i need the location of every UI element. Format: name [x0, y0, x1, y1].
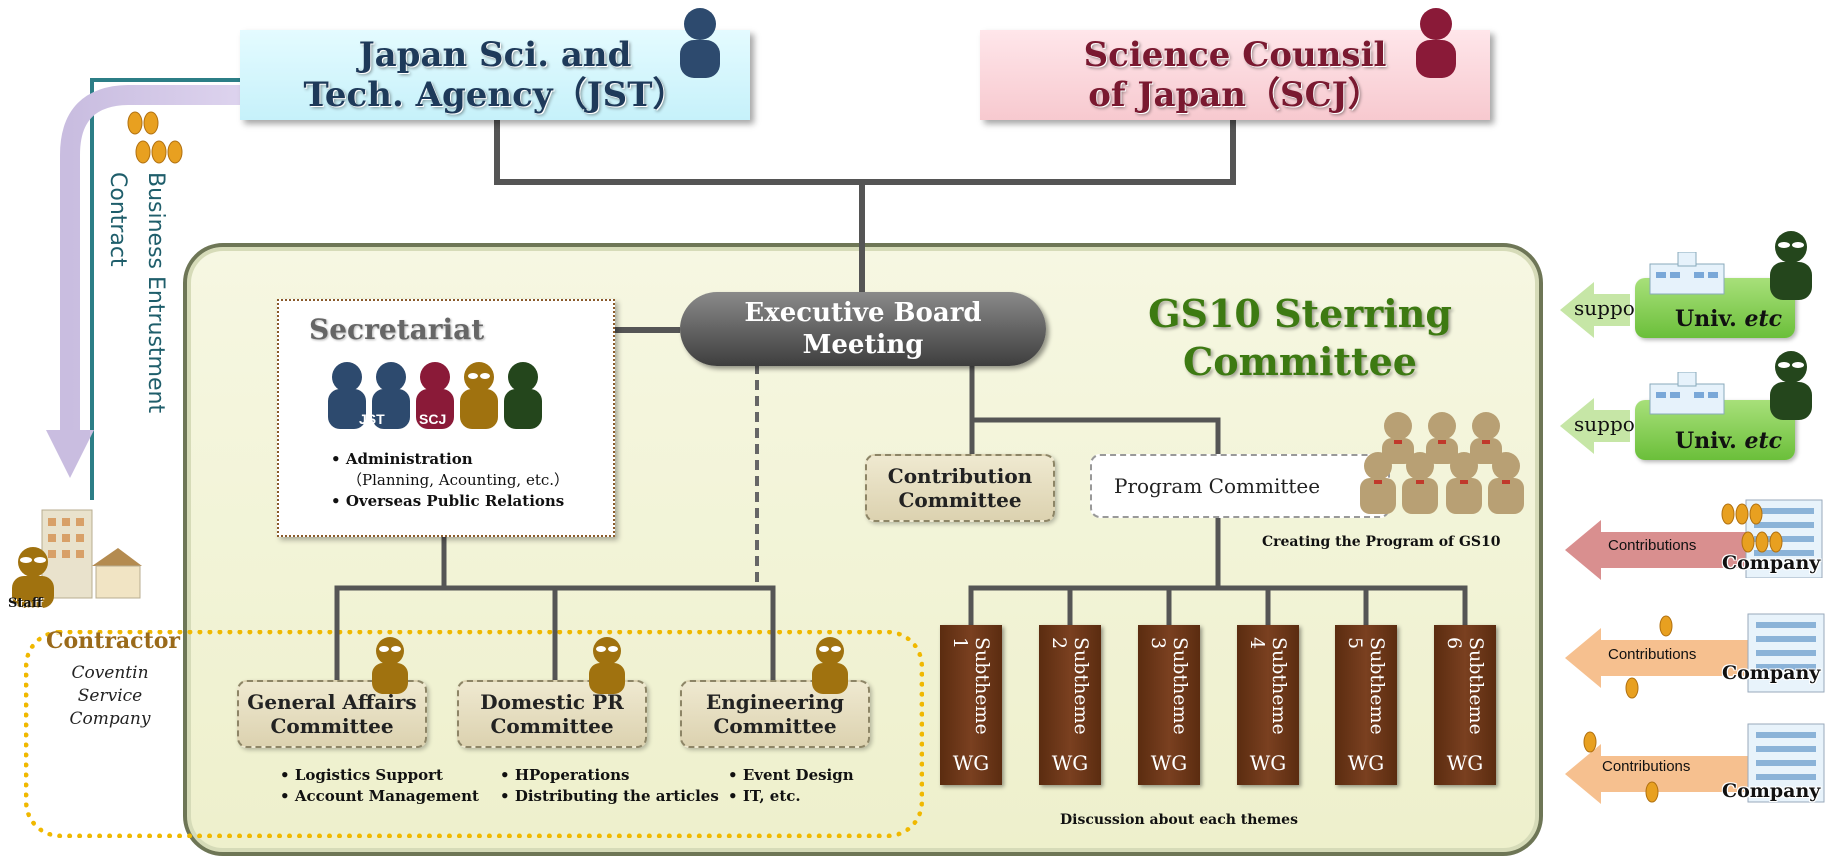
secretariat-box: Secretariat JST SCJ • Administration （Pl…: [277, 299, 615, 537]
wg-label: WG: [1347, 751, 1385, 775]
contribution-arrow-icon: [1565, 744, 1777, 804]
scj-box: Science Counsil of Japan（SCJ）: [980, 30, 1490, 120]
company-label: Company: [1722, 780, 1821, 802]
company-building-icon: [1583, 723, 1825, 803]
jst-person-icon: [680, 8, 720, 78]
wg-caption: Discussion about each themes: [1060, 812, 1298, 828]
wg-subtheme-5: Subtheme 5 WG: [1335, 625, 1397, 785]
wg-label: WG: [952, 751, 990, 775]
secretariat-scj-label: SCJ: [419, 411, 447, 427]
staff-person-icon: [589, 637, 625, 694]
staff-person-icon: [372, 637, 408, 694]
wg-subtheme-label: Subtheme 4: [1246, 637, 1290, 735]
contribution-arrow-icon: [1565, 628, 1777, 688]
wg-subtheme-3: Subtheme 3 WG: [1138, 625, 1200, 785]
company-building-icon: [1625, 613, 1825, 699]
general-affairs-duties: • Logistics Support • Account Management: [280, 766, 479, 805]
contractor-company: Coventin Service Company: [69, 663, 151, 729]
duty-account: Account Management: [294, 787, 479, 805]
secretariat-members-icon: [328, 362, 542, 429]
engineering-label: Engineering Committee: [705, 690, 845, 738]
duty-articles: Distributing the articles: [514, 787, 719, 805]
wg-label: WG: [1051, 751, 1089, 775]
scj-person-icon: [1416, 8, 1456, 78]
univ-person-icon: [1770, 231, 1812, 300]
wg-subtheme-label: Subtheme 3: [1147, 637, 1191, 735]
contractor-staff-icon: [12, 547, 54, 608]
contract-arrowhead: [46, 430, 94, 478]
coins-icon: [127, 111, 183, 164]
univ-person-icon: [1770, 351, 1812, 420]
staff-person-icon: [812, 637, 848, 694]
univ-building-icon: [1649, 372, 1725, 415]
wg-subtheme-label: Subtheme 5: [1344, 637, 1388, 735]
wg-label: WG: [1249, 751, 1287, 775]
contract-arrow: [60, 85, 240, 430]
wg-subtheme-4: Subtheme 4 WG: [1237, 625, 1299, 785]
steering-title: GS10 Sterring Committee: [1148, 291, 1452, 384]
secretariat-title: Secretariat: [309, 313, 485, 346]
wg-subtheme-1: Subtheme 1 WG: [940, 625, 1002, 785]
secretariat-jst-label: JST: [359, 411, 385, 427]
contract-line: [90, 78, 240, 500]
scj-label: Science Counsil of Japan（SCJ）: [1083, 35, 1387, 115]
program-caption: Creating the Program of GS10: [1262, 534, 1501, 550]
company-label: Company: [1722, 662, 1821, 684]
univ-building-icon: [1649, 252, 1725, 295]
univ-label: Univ. etc: [1675, 428, 1783, 454]
jst-box: Japan Sci. and Tech. Agency（JST）: [240, 30, 750, 120]
program-members-icon: [1360, 412, 1524, 514]
executive-board-label: Executive Board Meeting: [744, 298, 982, 360]
domestic-pr-duties: • HPoperations • Distributing the articl…: [500, 766, 719, 805]
wg-label: WG: [1150, 751, 1188, 775]
duty-it: IT, etc.: [742, 787, 801, 805]
wg-subtheme-label: Subtheme 6: [1443, 637, 1487, 735]
duty-administration-detail: （Planning, Acounting, etc.）: [347, 471, 570, 489]
support-arrow-icon: [1560, 282, 1630, 338]
company-building-icon: [1721, 499, 1823, 578]
univ-label: Univ. etc: [1675, 306, 1783, 332]
general-affairs-label: General Affairs Committee: [247, 690, 417, 738]
secretariat-duties: • Administration （Planning, Acounting, e…: [331, 450, 570, 510]
contractor-area: [24, 630, 924, 838]
contributions-label: Contributions: [1602, 758, 1691, 775]
contribution-arrow-icon: [1565, 520, 1777, 580]
program-committee: Program Committee: [1090, 454, 1390, 518]
wg-subtheme-label: Subtheme 1: [949, 637, 993, 735]
wg-subtheme-6: Subtheme 6 WG: [1434, 625, 1496, 785]
contribution-committee-label: Contribution Committee: [887, 464, 1033, 512]
contributions-label: Contributions: [1608, 646, 1697, 663]
executive-board-meeting: Executive Board Meeting: [680, 292, 1046, 366]
duty-overseas-pr: Overseas Public Relations: [345, 492, 565, 510]
jst-label: Japan Sci. and Tech. Agency（JST）: [303, 35, 687, 115]
duty-event-design: Event Design: [742, 766, 854, 784]
wg-label: WG: [1446, 751, 1484, 775]
engineering-duties: • Event Design • IT, etc.: [728, 766, 854, 805]
wg-subtheme-label: Subtheme 2: [1048, 637, 1092, 735]
contribution-committee: Contribution Committee: [865, 454, 1055, 522]
support-arrow-icon: [1560, 398, 1630, 454]
duty-administration: Administration: [345, 450, 473, 468]
program-committee-label: Program Committee: [1114, 474, 1321, 498]
duty-logistics: Logistics Support: [294, 766, 443, 784]
contractor-title: Contractor: [46, 628, 181, 654]
contributions-label: Contributions: [1608, 537, 1697, 554]
company-label: Company: [1722, 552, 1821, 574]
contract-label: Business Entrustment Contract: [105, 172, 168, 414]
staff-label: Staff: [8, 596, 43, 611]
duty-hp: HPoperations: [514, 766, 630, 784]
wg-subtheme-2: Subtheme 2 WG: [1039, 625, 1101, 785]
domestic-pr-label: Domestic PR Committee: [480, 690, 624, 738]
